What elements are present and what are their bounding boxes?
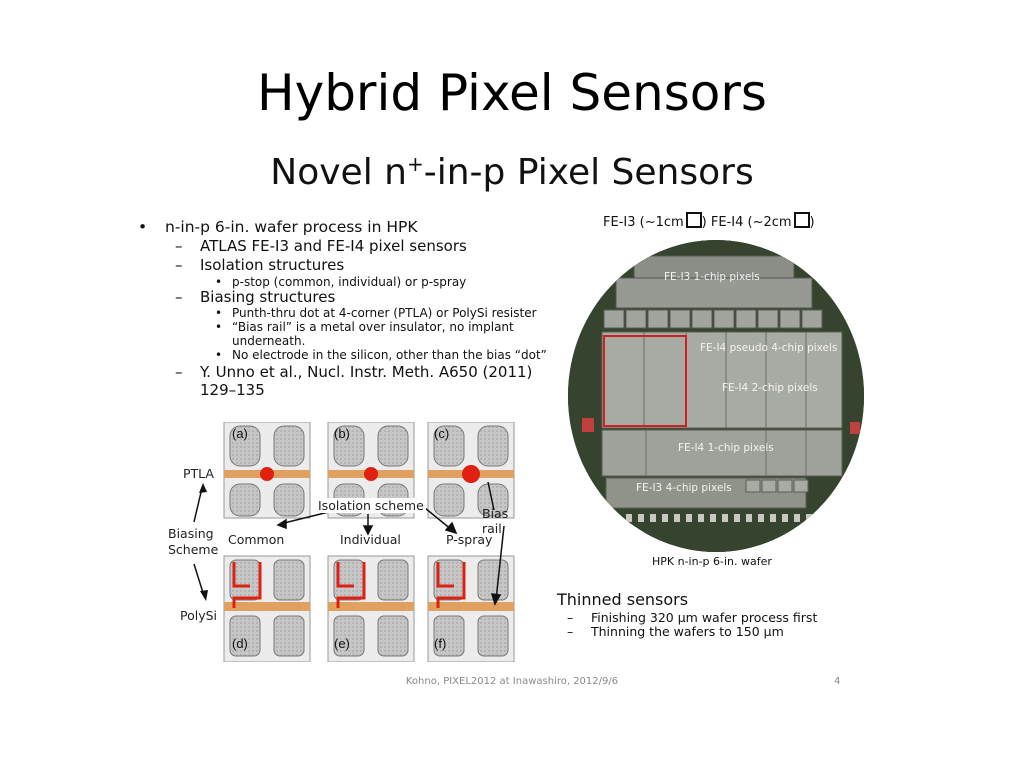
dash-marker: – — [567, 610, 574, 625]
isolation-scheme-label: Isolation scheme — [316, 498, 426, 513]
ptla-label: PTLA — [183, 466, 214, 481]
bullet-no-electrode: No electrode in the silicon, other than … — [232, 348, 547, 362]
bullet-atlas-sensors: ATLAS FE-I3 and FE-I4 pixel sensors — [200, 237, 467, 255]
bullet-bias-rail-a: “Bias rail” is a metal over insulator, n… — [232, 320, 514, 334]
polysi-label: PolySi — [180, 608, 218, 623]
individual-label: Individual — [340, 532, 401, 547]
common-label: Common — [228, 532, 285, 547]
cell-label-b: (b) — [334, 426, 350, 441]
label-fe-i4-1chip: FE-I4 1-chip pixels — [678, 442, 774, 454]
biasing-figure-svg — [223, 421, 515, 663]
panel-d — [223, 555, 311, 663]
wafer-size-header: FE-I3 (~1cm ) FE-I4 (~2cm) — [603, 212, 815, 230]
bullet-biasing: Biasing structures — [200, 288, 336, 306]
bullet-bias-rail-b: underneath. — [232, 334, 306, 348]
slide-subtitle: Novel n+-in-p Pixel Sensors — [0, 152, 1024, 193]
bullet-isolation: Isolation structures — [200, 256, 345, 274]
biasing-label-line1: Biasing — [168, 526, 214, 541]
wafer-header-close: ) — [809, 215, 815, 230]
bullet-pstop: p-stop (common, individual) or p-spray — [232, 275, 467, 289]
biasing-figure: (a) (b) (c) (d) (e) (f) Isolation scheme… — [220, 421, 518, 663]
subtitle-rest: -in-p Pixel Sensors — [423, 152, 754, 193]
dash-marker: – — [175, 256, 183, 274]
cell-label-f: (f) — [434, 636, 447, 651]
bullet-marker: • — [215, 275, 223, 289]
label-fe-i4-2chip: FE-I4 2-chip pixels — [722, 382, 818, 394]
bullet-reference-a: Y. Unno et al., Nucl. Instr. Meth. A650 … — [200, 363, 533, 381]
wafer-caption: HPK n-in-p 6-in. wafer — [652, 555, 772, 568]
bullet-punch-thru: Punth-thru dot at 4-corner (PTLA) or Pol… — [232, 306, 537, 320]
bullet-marker: • — [215, 348, 223, 362]
bullet-marker: • — [138, 218, 148, 236]
biasing-label-line2: Scheme — [168, 542, 219, 557]
subtitle-main: Novel n — [270, 152, 407, 193]
subtitle-superscript: + — [406, 152, 424, 176]
bias-rail-label: Bias rail — [482, 506, 509, 536]
bullet-marker: • — [215, 306, 223, 320]
bullet-reference-b: 129–135 — [200, 381, 265, 399]
wafer-header-fe-i3: FE-I3 (~1cm — [603, 215, 684, 230]
dash-marker: – — [567, 624, 574, 639]
slide-title: Hybrid Pixel Sensors — [257, 64, 767, 122]
biasing-arrows — [193, 483, 208, 601]
cell-label-c: (c) — [434, 426, 450, 441]
thinned-item-2: Thinning the wafers to 150 µm — [591, 624, 784, 639]
bullet-wafer-process: n-in-p 6-in. wafer process in HPK — [165, 218, 418, 236]
square-icon — [793, 212, 810, 228]
dash-marker: – — [175, 288, 183, 306]
square-icon — [685, 212, 702, 228]
slide-footer: Kohno, PIXEL2012 at Inawashiro, 2012/9/6 — [405, 676, 619, 687]
cell-label-d: (d) — [232, 636, 248, 651]
wafer-photo: FE-I3 1-chip pixels FE-I4 pseudo 4-chip … — [566, 238, 866, 554]
panel-b — [327, 421, 415, 519]
label-fe-i3-4chip: FE-I3 4-chip pixels — [636, 482, 732, 494]
thinned-item-1: Finishing 320 µm wafer process first — [591, 610, 818, 625]
label-fe-i4-pseudo-4chip: FE-I4 pseudo 4-chip pixels — [700, 342, 838, 354]
label-fe-i3-1chip: FE-I3 1-chip pixels — [664, 271, 760, 283]
pspray-label: P-spray — [446, 532, 493, 547]
page-number: 4 — [834, 676, 841, 687]
wafer-photo-svg — [568, 240, 864, 552]
thinned-heading: Thinned sensors — [557, 590, 689, 609]
cell-label-a: (a) — [232, 426, 248, 441]
wafer-header-fe-i4: ) FE-I4 (~2cm — [701, 215, 792, 230]
panel-f — [427, 555, 515, 663]
dash-marker: – — [175, 363, 183, 381]
cell-label-e: (e) — [334, 636, 350, 651]
panel-c — [427, 421, 515, 519]
panel-a — [223, 421, 311, 519]
dash-marker: – — [175, 237, 183, 255]
panel-e — [327, 555, 415, 663]
bullet-marker: • — [215, 320, 223, 334]
